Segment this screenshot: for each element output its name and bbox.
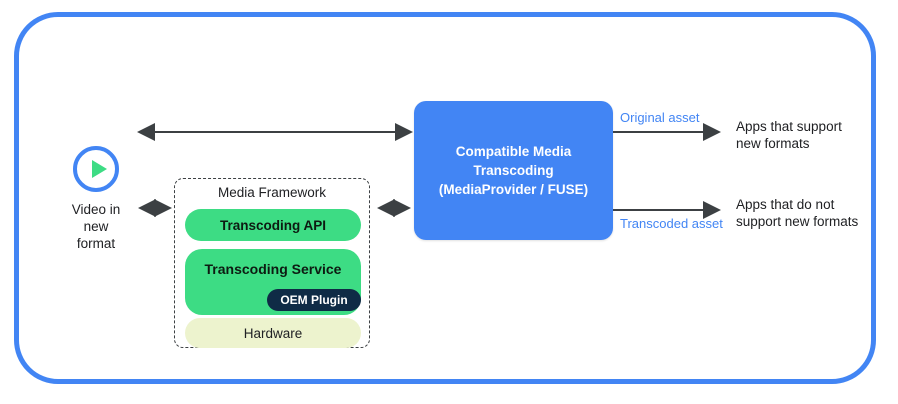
- apps-supporting-new-formats-label: Apps that support new formats: [736, 119, 842, 151]
- arrow-video-to-transcoder: [137, 123, 413, 141]
- layer-transcoding-api[interactable]: Transcoding API: [185, 209, 361, 241]
- oem-plugin-label: OEM Plugin: [280, 293, 348, 307]
- transcoded-asset-label: Transcoded asset: [620, 216, 723, 231]
- media-framework-title: Media Framework: [217, 185, 327, 200]
- video-source-caption: Video in new format: [71, 202, 121, 251]
- media-framework-container: Media Framework Transcoding API Transcod…: [174, 178, 370, 348]
- compatible-media-transcoding-label: Compatible Media Transcoding (MediaProvi…: [438, 144, 589, 197]
- arrow-framework-to-transcoder: [377, 199, 411, 217]
- layer-hardware-label: Hardware: [243, 325, 303, 341]
- play-triangle-icon: [92, 160, 107, 178]
- oem-plugin-badge[interactable]: OEM Plugin: [267, 289, 361, 311]
- layer-transcoding-api-label: Transcoding API: [219, 217, 327, 233]
- arrow-transcoded-asset: [613, 201, 721, 219]
- layer-hardware[interactable]: Hardware: [185, 318, 361, 348]
- arrow-original-asset: [613, 123, 721, 141]
- layer-transcoding-service-label: Transcoding Service: [204, 261, 342, 277]
- apps-not-supporting-new-formats-label: Apps that do not support new formats: [736, 197, 859, 229]
- arrow-video-to-framework: [138, 199, 172, 217]
- video-source-group: Video in new format: [48, 146, 144, 252]
- original-asset-label: Original asset: [620, 110, 700, 125]
- compatible-media-transcoding-box[interactable]: Compatible Media Transcoding (MediaProvi…: [414, 101, 613, 240]
- play-circle-icon: [73, 146, 119, 192]
